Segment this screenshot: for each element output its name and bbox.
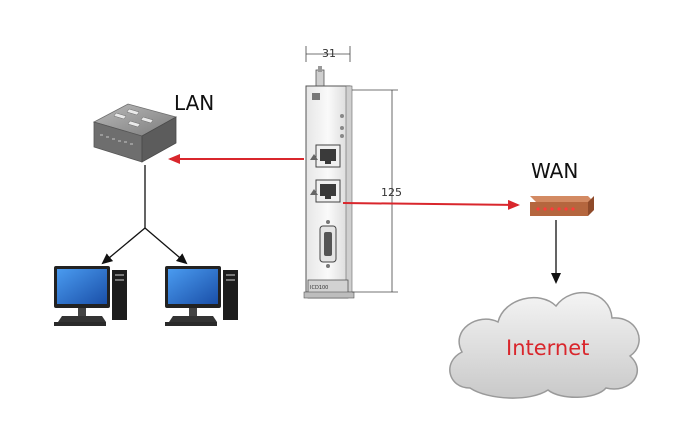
industrial-gateway-device-icon: 31 [303,46,402,299]
wan-port [315,179,341,203]
desktop-computer-icon [54,266,127,326]
wan-router-icon [530,196,594,216]
device-marking: ICD100 [310,285,328,291]
wan-label: WAN [531,159,578,183]
desktop-computer-icon [165,266,238,326]
width-dimension [305,46,351,62]
lan-branch-lines [101,165,188,265]
network-switch-icon [92,103,178,163]
wan-link-arrow [342,199,520,210]
lan-label: LAN [174,91,214,115]
height-dimension [352,89,398,293]
lan-port [315,144,341,168]
serial-port [319,220,337,268]
height-dimension-label: 125 [381,186,402,199]
internet-cloud-icon [449,291,640,399]
width-dimension-label: 31 [322,47,336,60]
internet-label: Internet [506,336,589,360]
